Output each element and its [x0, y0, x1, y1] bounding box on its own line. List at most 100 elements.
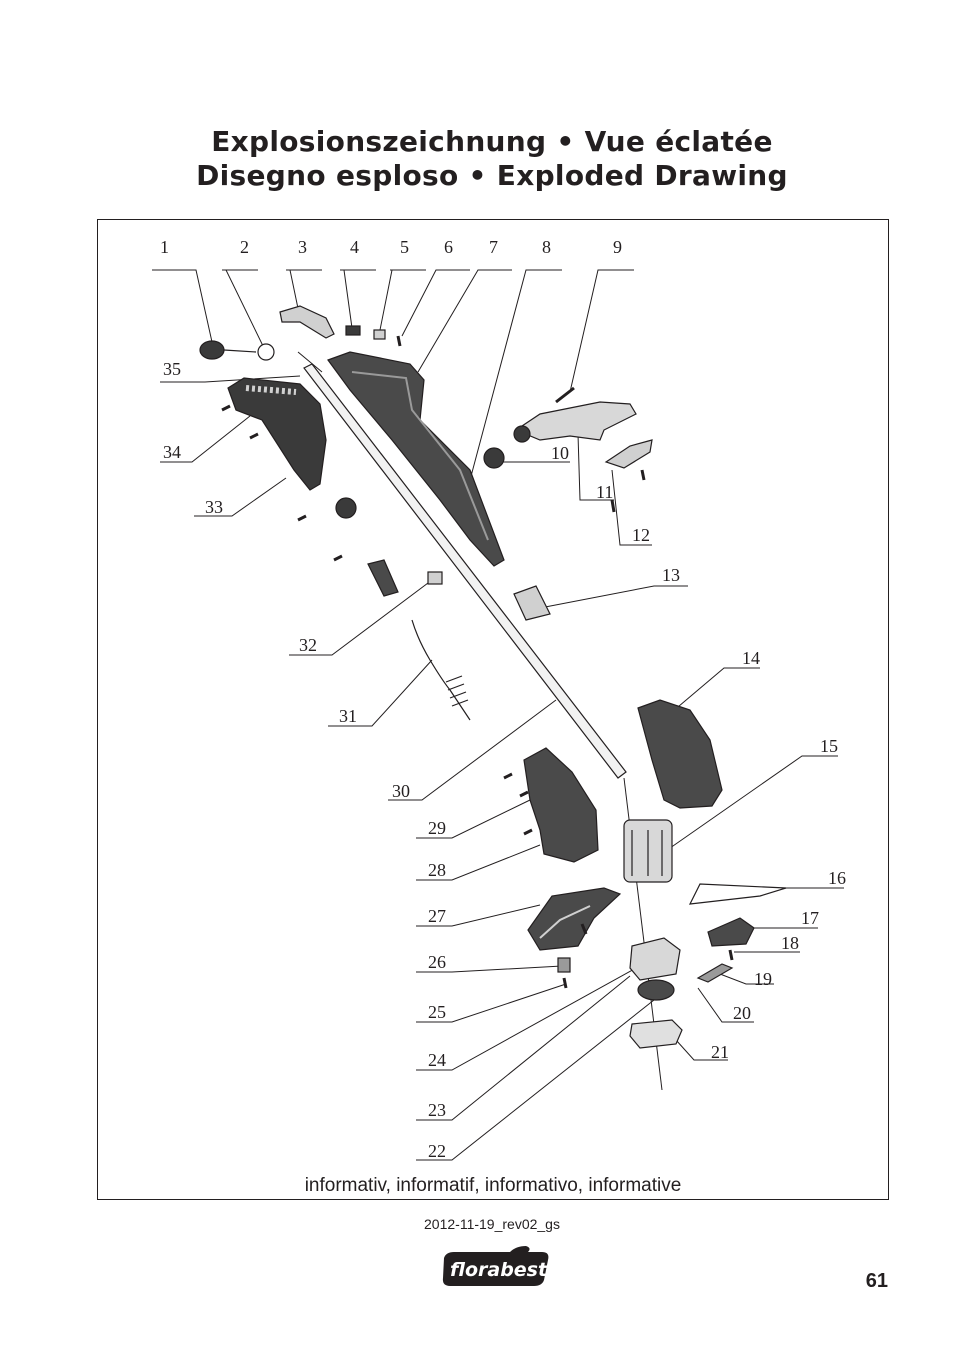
handle-clamp-part: [604, 439, 653, 469]
leader-12: [611, 469, 652, 546]
title-line-2: Disegno esploso • Exploded Drawing: [196, 159, 788, 192]
leader-7: [417, 269, 512, 373]
cable-grommet-part: [257, 343, 275, 361]
part-label-35: 35: [163, 359, 181, 379]
leader-20: [697, 987, 754, 1023]
leader-23: [416, 975, 631, 1121]
part-label-8: 8: [542, 237, 551, 257]
leader-32: [289, 579, 433, 656]
exploded-drawing: 1 2 3 4 5 6 7 8 9 10 11 12 13 14 15 16 1…: [152, 237, 846, 1161]
knob-part: [483, 447, 505, 469]
coupler-part: [335, 497, 357, 519]
axis-line-upper: [297, 351, 323, 373]
leader-19: [719, 973, 774, 985]
florabest-logo: florabest: [442, 1246, 549, 1286]
leader-11: [577, 433, 614, 501]
blade-part: [696, 963, 734, 983]
part-label-12: 12: [632, 525, 650, 545]
leader-6: [401, 269, 470, 337]
part-label-21: 21: [711, 1042, 729, 1062]
part-label-7: 7: [489, 237, 498, 257]
screws: [221, 404, 734, 989]
part-label-14: 14: [742, 648, 760, 668]
leader-22: [416, 999, 655, 1161]
leader-3: [286, 269, 322, 319]
clip-part: [513, 585, 551, 621]
title-line-1: Explosionszeichnung • Vue éclatée: [211, 125, 773, 158]
switch-button-part: [373, 329, 386, 340]
part-label-4: 4: [350, 237, 359, 257]
leader-2: [222, 269, 265, 349]
front-handle-part: [514, 401, 637, 441]
part-label-28: 28: [428, 860, 446, 880]
clip-26-part: [557, 957, 571, 973]
leader-8: [469, 269, 562, 481]
part-label-11: 11: [596, 482, 613, 502]
spring-part: [396, 335, 402, 347]
shaft-end-part: [367, 559, 399, 597]
part-label-1: 1: [160, 237, 169, 257]
part-label-18: 18: [781, 933, 799, 953]
part-label-23: 23: [428, 1100, 446, 1120]
lower-housing-part: [523, 747, 599, 863]
part-label-24: 24: [428, 1050, 446, 1070]
leader-27: [416, 904, 541, 927]
part-label-33: 33: [205, 497, 223, 517]
handle-cover-part: [279, 305, 335, 339]
part-labels: 1 2 3 4 5 6 7 8 9 10 11 12 13 14 15 16 1…: [160, 237, 846, 1161]
logo-badge: [442, 1246, 549, 1286]
leader-14: [671, 667, 760, 713]
leader-21: [675, 1039, 728, 1061]
leader-29: [416, 799, 531, 839]
spool-part: [637, 979, 675, 1001]
part-label-13: 13: [662, 565, 680, 585]
leader-25: [416, 983, 567, 1023]
part-label-30: 30: [392, 781, 410, 801]
leader-1: [152, 269, 213, 343]
guard-part: [527, 887, 622, 951]
part-label-19: 19: [754, 969, 772, 989]
handle-housing-part: [227, 377, 327, 491]
screw-9-part: [555, 386, 575, 404]
leader-13: [539, 585, 688, 609]
part-label-29: 29: [428, 818, 446, 838]
part-label-20: 20: [733, 1003, 751, 1023]
part-label-31: 31: [339, 706, 357, 726]
leader-28: [416, 844, 541, 881]
part-label-22: 22: [428, 1141, 446, 1161]
leader-lines: [152, 269, 844, 1161]
page-number: 61: [865, 1270, 888, 1292]
motor-housing-part: [637, 699, 723, 809]
part-label-5: 5: [400, 237, 409, 257]
revision-label: 2012-11-19_rev02_gs: [424, 1216, 560, 1232]
clip-32-part: [427, 571, 443, 585]
leader-4: [340, 269, 376, 329]
leader-30: [388, 699, 557, 801]
part-label-9: 9: [613, 237, 622, 257]
part-label-26: 26: [428, 952, 446, 972]
upper-housing-part: [327, 351, 505, 567]
logo-text: florabest: [450, 1259, 548, 1281]
part-label-27: 27: [428, 906, 446, 926]
part-label-32: 32: [299, 635, 317, 655]
wire-guard-part: [688, 883, 787, 905]
part-label-34: 34: [163, 442, 181, 462]
leader-35: [160, 375, 301, 383]
part-label-16: 16: [828, 868, 846, 888]
leader-33: [194, 477, 287, 517]
part-label-15: 15: [820, 736, 838, 756]
leader-26: [416, 965, 563, 973]
part-label-2: 2: [240, 237, 249, 257]
drawing-frame: [97, 219, 889, 1200]
part-label-3: 3: [298, 237, 307, 257]
spool-cap-part: [629, 1019, 683, 1049]
cutter-cover-part: [707, 917, 755, 947]
motor-part: [623, 819, 673, 883]
coiled-cable-part: [411, 619, 471, 721]
leader-5: [379, 269, 426, 331]
shaft-part: [303, 363, 627, 779]
leader-31: [328, 659, 433, 727]
leader-24: [416, 967, 637, 1071]
switch-part: [345, 325, 361, 336]
leader-15: [649, 755, 838, 863]
